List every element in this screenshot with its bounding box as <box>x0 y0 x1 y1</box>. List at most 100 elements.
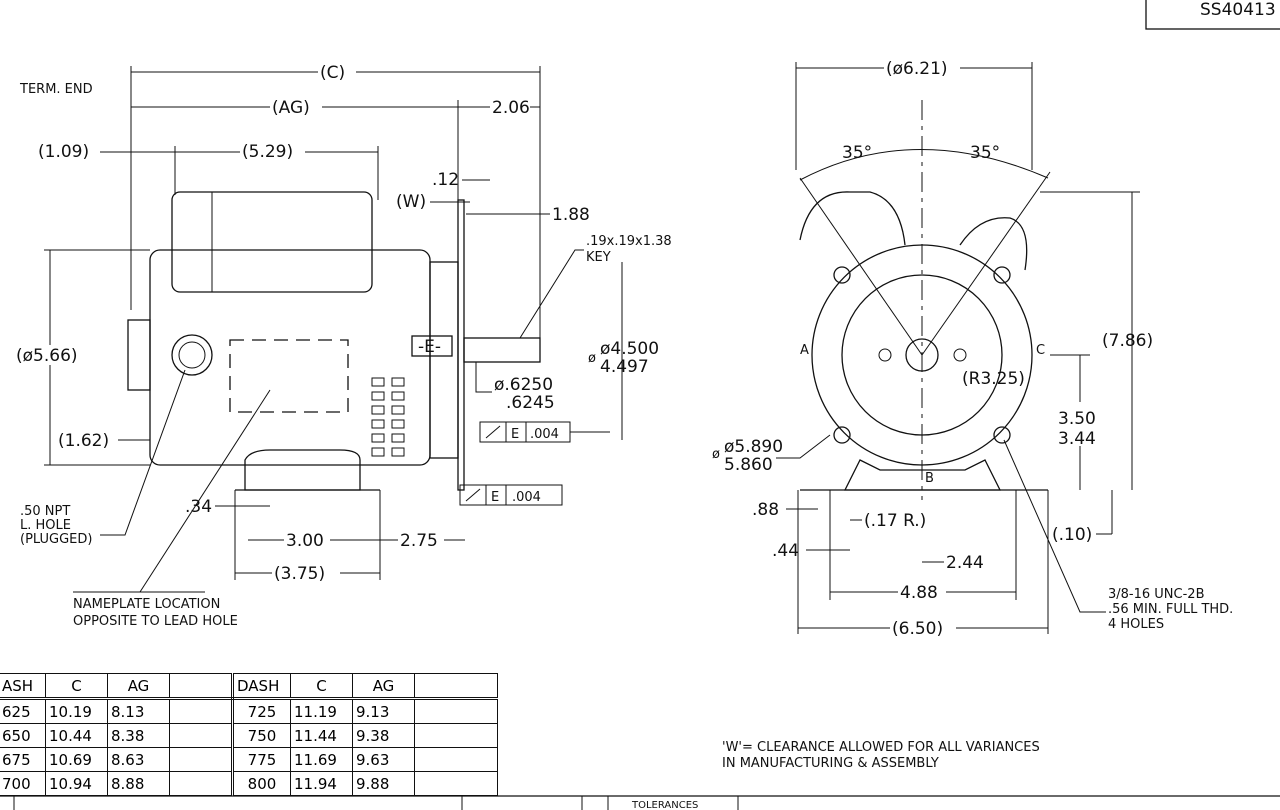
header-cell: AG <box>352 673 415 700</box>
pilot-min: 4.497 <box>600 357 649 377</box>
dim-12: .12 <box>432 170 459 190</box>
header-cell: C <box>45 673 108 700</box>
dim-2-06: 2.06 <box>492 98 530 118</box>
cell: 11.44 <box>290 723 353 748</box>
dim-ag: (AG) <box>272 98 310 118</box>
npt-line1: .50 NPT <box>20 504 70 519</box>
nameplate-line2: OPPOSITE TO LEAD HOLE <box>73 614 238 629</box>
header-cell: AG <box>107 673 170 700</box>
label-a: A <box>800 343 809 358</box>
dim-7-86: (7.86) <box>1102 331 1153 351</box>
hole-spec-line2: .56 MIN. FULL THD. <box>1108 602 1233 617</box>
dim-1-88: 1.88 <box>552 205 590 225</box>
dim-5-29: (5.29) <box>242 142 293 162</box>
dim-3-00: 3.00 <box>286 531 324 551</box>
key-label: KEY <box>586 250 611 265</box>
cell: 10.69 <box>45 747 108 772</box>
title-block <box>1145 0 1280 30</box>
npt-line2: L. HOLE <box>20 518 71 533</box>
hole-spec-line1: 3/8-16 UNC-2B <box>1108 587 1204 602</box>
cell: 9.63 <box>352 747 415 772</box>
radius-3-25: (R3.25) <box>962 369 1025 389</box>
npt-line3: (PLUGGED) <box>20 532 92 547</box>
dim-10: (.10) <box>1052 525 1092 545</box>
cell: 8.13 <box>107 698 170 724</box>
runout1-value: .004 <box>530 427 559 442</box>
shaft-max: ø.6250 <box>494 375 553 395</box>
dim-3-75: (3.75) <box>274 564 325 584</box>
nameplate-line1: NAMEPLATE LOCATION <box>73 597 220 612</box>
dim-5-66: (ø5.66) <box>16 346 78 366</box>
cell <box>169 698 234 724</box>
label-b: B <box>925 471 934 486</box>
cell: 9.38 <box>352 723 415 748</box>
cell <box>169 723 234 748</box>
cell: 11.69 <box>290 747 353 772</box>
dim-2-44: 2.44 <box>946 553 984 573</box>
cell: 9.13 <box>352 698 415 724</box>
runout2-datum: E <box>491 490 499 505</box>
dim-34: .34 <box>185 497 212 517</box>
cell: 10.94 <box>45 771 108 796</box>
cell: 8.38 <box>107 723 170 748</box>
cell: 8.88 <box>107 771 170 796</box>
runout1-datum: E <box>511 427 519 442</box>
cell: 675 <box>0 747 46 772</box>
cell: 11.19 <box>290 698 353 724</box>
hole-spec-line3: 4 HOLES <box>1108 617 1164 632</box>
cell: 625 <box>0 698 46 724</box>
cell <box>169 771 234 796</box>
note-line2: IN MANUFACTURING & ASSEMBLY <box>722 756 939 771</box>
shaft-min: .6245 <box>506 393 555 413</box>
cell: 750 <box>232 723 291 748</box>
cell: 650 <box>0 723 46 748</box>
radius-17: (.17 R.) <box>864 511 926 531</box>
header-cell <box>414 673 498 700</box>
dim-1-09: (1.09) <box>38 142 89 162</box>
cell: 9.88 <box>352 771 415 796</box>
dim-w: (W) <box>396 192 426 212</box>
svg-text:ø: ø <box>588 351 596 366</box>
drawing-number: SS40413 <box>1200 0 1276 20</box>
cell <box>414 747 498 772</box>
cell <box>414 771 498 796</box>
angle-right: 35° <box>970 143 1000 163</box>
table-header: ASH C AG DASH C AG <box>0 673 498 700</box>
cell: 800 <box>232 771 291 796</box>
cell <box>414 698 498 724</box>
label-c: C <box>1036 343 1045 358</box>
cell: 700 <box>0 771 46 796</box>
cell: 10.19 <box>45 698 108 724</box>
dim-3-44: 3.44 <box>1058 429 1096 449</box>
runout2-value: .004 <box>512 490 541 505</box>
cell <box>414 723 498 748</box>
note-line1: 'W'= CLEARANCE ALLOWED FOR ALL VARIANCES <box>722 740 1040 755</box>
dim-4-88: 4.88 <box>900 583 938 603</box>
key-size: .19x.19x1.38 <box>586 234 672 249</box>
dim-88: .88 <box>752 500 779 520</box>
cell: 11.94 <box>290 771 353 796</box>
angle-left: 35° <box>842 143 872 163</box>
dim-2-75: 2.75 <box>400 531 438 551</box>
side-view: TERM. END (C) (AG) 2.06 (1.09) (5.29) .1… <box>14 62 672 629</box>
term-end-label: TERM. END <box>19 82 93 97</box>
cell: 725 <box>232 698 291 724</box>
svg-text:ø: ø <box>712 447 720 462</box>
dim-5-890: ø5.890 <box>724 437 783 457</box>
dim-1-62: (1.62) <box>58 431 109 451</box>
dim-3-50: 3.50 <box>1058 409 1096 429</box>
cell: 775 <box>232 747 291 772</box>
header-cell: ASH <box>0 673 46 700</box>
dim-5-860: 5.860 <box>724 455 773 475</box>
dim-6-21: (ø6.21) <box>886 59 948 79</box>
dim-44: .44 <box>772 541 799 561</box>
cell: 10.44 <box>45 723 108 748</box>
header-cell: DASH <box>232 673 291 700</box>
tolerances-label: TOLERANCES <box>631 800 698 810</box>
